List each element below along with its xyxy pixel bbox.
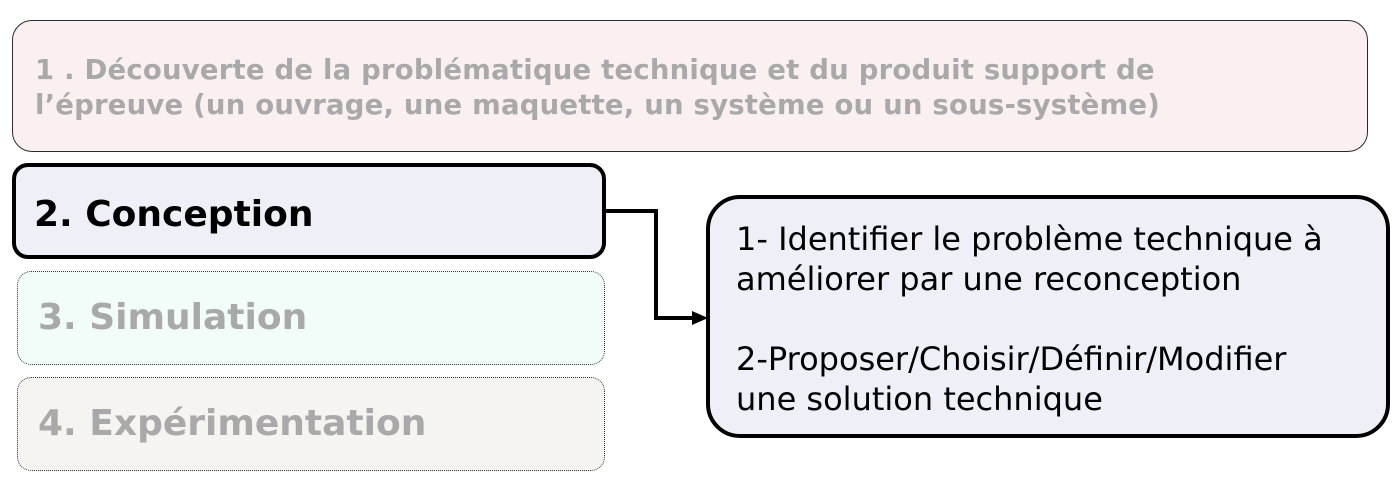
connector-line xyxy=(606,209,694,320)
step-3-box: 3. Simulation xyxy=(17,271,605,365)
detail-item-2-line-1: 2-Proposer/Choisir/Définir/Modifier xyxy=(736,340,1287,378)
step-2-box: 2. Conception xyxy=(12,163,606,259)
arrow-head-icon xyxy=(692,311,708,325)
detail-item-1-line-1: 1- Identifier le problème technique à xyxy=(736,220,1323,258)
step-4-label: 4. Expérimentation xyxy=(38,403,427,444)
detail-spacer xyxy=(736,299,1386,339)
step-1-box: 1 . Découverte de la problématique techn… xyxy=(12,20,1368,152)
step-4-box: 4. Expérimentation xyxy=(17,377,605,471)
conception-detail-box: 1- Identifier le problème technique à am… xyxy=(706,195,1390,438)
step-2-label: 2. Conception xyxy=(34,194,314,235)
detail-item-2-line-2: une solution technique xyxy=(736,380,1103,418)
step-1-text-line-2: l’épreuve (un ouvrage, une maquette, un … xyxy=(35,89,1160,121)
detail-item-1-line-2: améliorer par une reconception xyxy=(736,260,1242,298)
step-3-label: 3. Simulation xyxy=(38,297,308,338)
step-1-text-line-1: 1 . Découverte de la problématique techn… xyxy=(35,54,1155,86)
